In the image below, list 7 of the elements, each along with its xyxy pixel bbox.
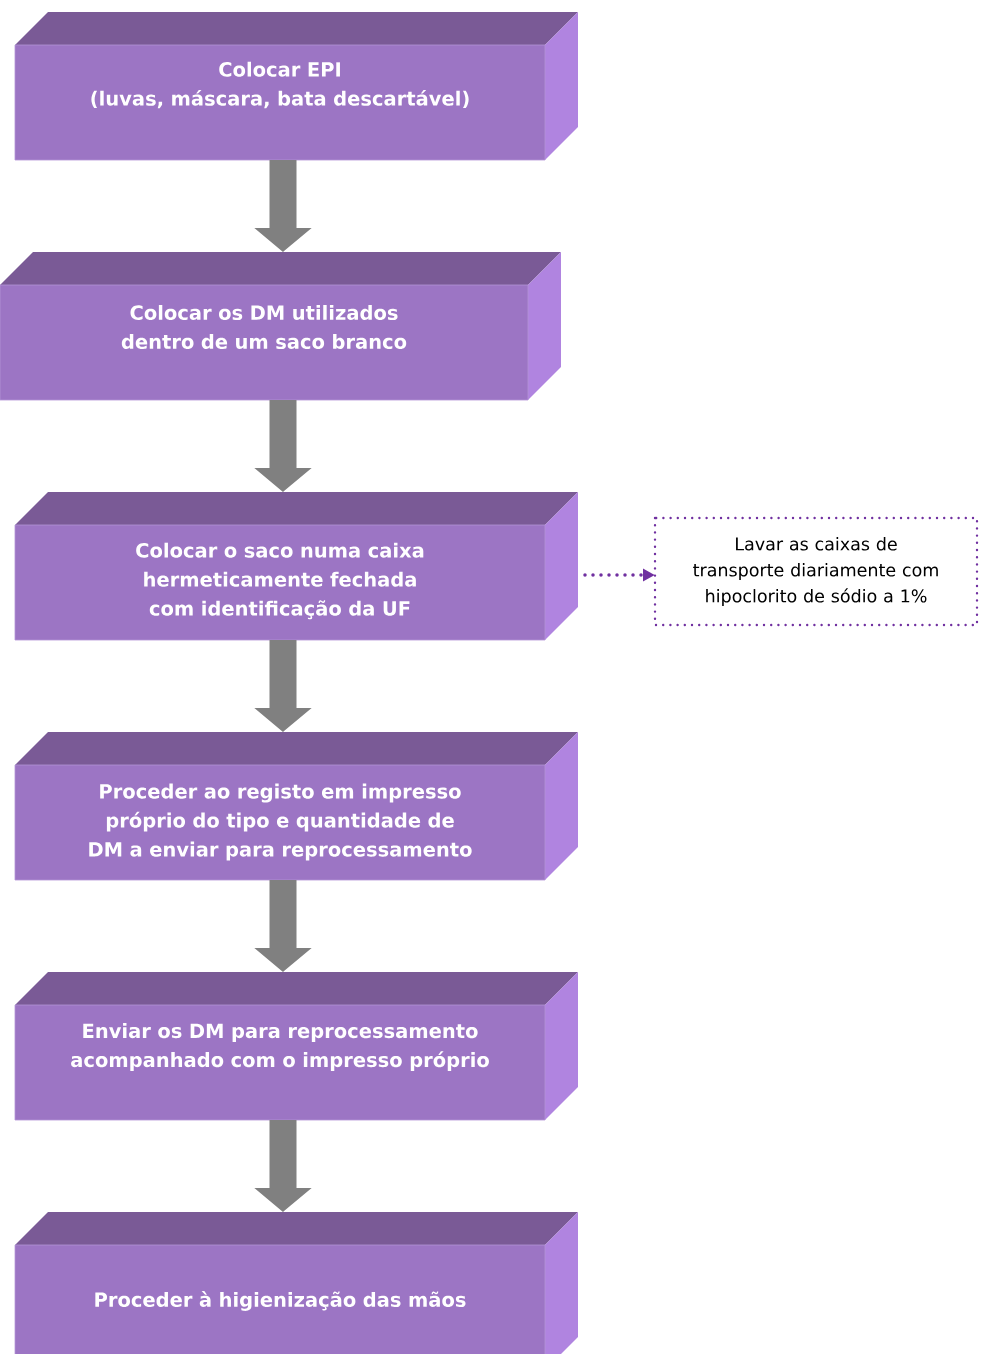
process-box: Colocar EPI (luvas, máscara, bata descartável) xyxy=(14,12,578,161)
process-box: Proceder à higienização das mãos xyxy=(14,1212,578,1354)
note-box: Lavar as caixas de transporte diariamente com hipoclorito de sódio a 1% xyxy=(653,516,979,627)
process-box: Enviar os DM para reprocessamento acompanhado com o impresso próprio xyxy=(14,972,578,1121)
process-box: Colocar os DM utilizados dentro de um saco branco xyxy=(0,252,561,401)
process-box: Proceder ao registo em impresso próprio do tipo e quantidade de DM a enviar para reprocessamento xyxy=(14,732,578,881)
process-box: Colocar o saco numa caixa hermeticamente fechada com identificação da UF xyxy=(14,492,578,641)
